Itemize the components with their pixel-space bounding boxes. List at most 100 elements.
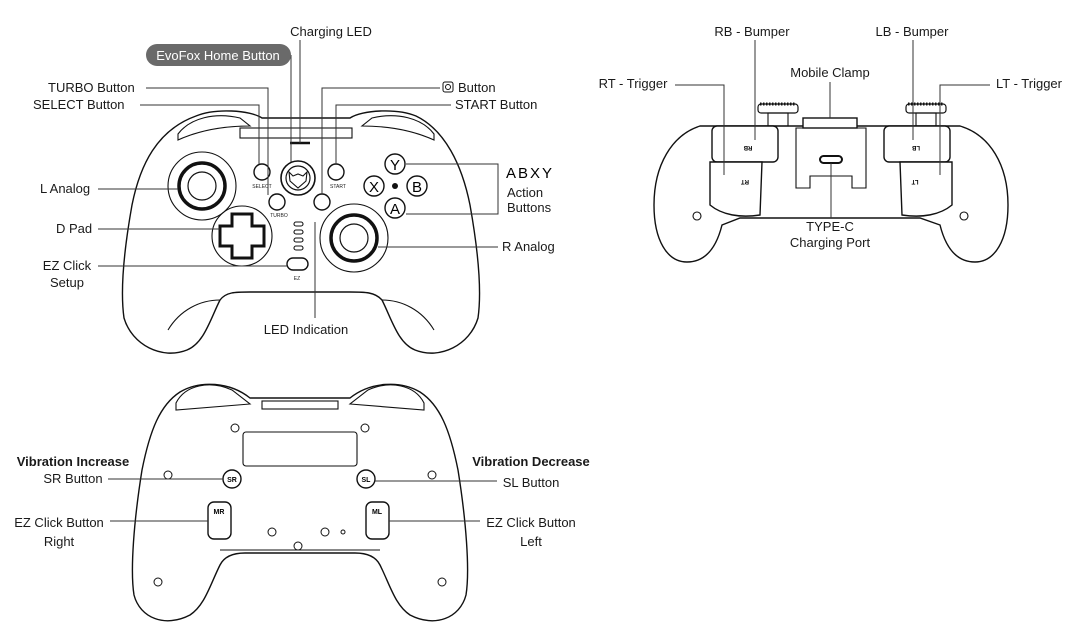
evofox-logo-icon (288, 170, 308, 189)
lt-trigger-text: LT (911, 178, 918, 184)
r-analog-cap (339, 223, 369, 253)
rt-trigger-text: RT (741, 178, 749, 184)
start-button[interactable] (327, 163, 345, 181)
back-label-recess (242, 431, 358, 467)
label-ez-click-2: Setup (50, 275, 84, 290)
sl-button[interactable] (356, 469, 376, 489)
front-right-shoulder (360, 115, 435, 141)
front-grip-line-left (167, 299, 221, 331)
label-rt-trigger: RT - Trigger (599, 76, 669, 91)
mobile-clamp-top (802, 117, 858, 129)
label-l-analog: L Analog (40, 181, 90, 196)
label-start-button: START Button (455, 97, 537, 112)
label-ez-click-1: EZ Click (43, 258, 92, 273)
label-action-buttons-2: Buttons (507, 200, 552, 215)
leader-lt (939, 84, 990, 175)
r-analog-ring (319, 203, 389, 273)
front-controller-body (121, 110, 481, 354)
label-vibration-decrease: Vibration Decrease (472, 454, 590, 469)
lt-trigger[interactable] (899, 161, 953, 217)
back-view: SR SL MR ML Vibration Increase SR Button… (14, 383, 590, 622)
back-top-strip (261, 400, 339, 410)
front-top-strip (239, 127, 353, 139)
turbo-button-text: TURBO (270, 213, 288, 219)
label-home-button: EvoFox Home Button (156, 48, 280, 63)
mode-button-icon (442, 81, 454, 93)
turbo-button[interactable] (268, 193, 286, 211)
abxy-center-dot (392, 183, 398, 189)
label-led-indication: LED Indication (264, 322, 349, 337)
label-abxy: ABXY (506, 165, 554, 182)
l-analog-stick[interactable] (177, 161, 227, 211)
leader-abxy (406, 163, 499, 215)
top-view: RB LB RT LT RB - Bumper LB - Bumper RT -… (599, 24, 1063, 263)
action-button-y-label: Y (390, 157, 400, 174)
label-vibration-increase: Vibration Increase (17, 454, 129, 469)
typec-port[interactable] (819, 155, 843, 164)
front-grip-line-right (381, 299, 435, 331)
top-grip-hole-left (692, 211, 702, 221)
label-ez-right-2: Right (44, 534, 75, 549)
rb-bumper[interactable] (711, 125, 779, 163)
led-indicators (293, 221, 304, 251)
back-screws (153, 423, 447, 587)
l-analog-ring (167, 151, 237, 221)
label-lb-bumper: LB - Bumper (876, 24, 950, 39)
label-sl-button: SL Button (503, 475, 560, 490)
home-button-label-box (146, 44, 291, 66)
top-grip-hole-right (959, 211, 969, 221)
label-typec-1: TYPE-C (806, 219, 854, 234)
top-right-stick (757, 102, 799, 127)
front-view: SELECT TURBO START EZ Y X (33, 24, 555, 354)
label-ez-left-1: EZ Click Button (486, 515, 576, 530)
leader-turbo (146, 87, 269, 195)
mr-paddle-text: MR (214, 509, 225, 516)
label-rb-bumper: RB - Bumper (714, 24, 790, 39)
mobile-clamp-body (795, 127, 867, 189)
leader-rt (675, 84, 725, 175)
label-mode-button: Button (458, 80, 496, 95)
leader-start (335, 104, 451, 164)
select-button[interactable] (253, 163, 271, 181)
evofox-home-ring (285, 165, 311, 191)
action-button-b[interactable] (406, 175, 428, 197)
ml-paddle[interactable] (365, 501, 390, 540)
top-left-stick (905, 102, 947, 127)
mode-button[interactable] (313, 193, 331, 211)
ez-click-setup-button[interactable] (286, 257, 309, 271)
leader-mode (321, 87, 440, 194)
r-analog-stick[interactable] (329, 213, 379, 263)
mr-paddle[interactable] (207, 501, 232, 540)
label-typec-2: Charging Port (790, 235, 871, 250)
select-button-text: SELECT (252, 184, 271, 190)
label-turbo-button: TURBO Button (48, 80, 135, 95)
label-select-button: SELECT Button (33, 97, 125, 112)
action-button-b-label: B (412, 179, 422, 196)
d-pad[interactable] (218, 212, 266, 260)
label-ez-right-1: EZ Click Button (14, 515, 104, 530)
ml-paddle-text: ML (372, 509, 383, 516)
label-action-buttons-1: Action (507, 185, 543, 200)
mode-button-icon-dot (445, 84, 451, 90)
ez-button-text: EZ (294, 276, 300, 282)
action-button-a-label: A (390, 201, 400, 218)
label-charging-led: Charging LED (290, 24, 372, 39)
action-button-x[interactable] (363, 175, 385, 197)
leader-select (140, 104, 260, 164)
front-left-shoulder (177, 115, 252, 141)
rt-trigger[interactable] (709, 161, 763, 217)
back-right-shoulder (348, 384, 425, 411)
label-d-pad: D Pad (56, 221, 92, 236)
label-lt-trigger: LT - Trigger (996, 76, 1063, 91)
rb-bumper-text: RB (743, 144, 752, 150)
back-controller-body (131, 383, 469, 622)
back-left-shoulder (175, 384, 252, 411)
sl-button-text: SL (362, 477, 372, 484)
action-button-a[interactable] (384, 197, 406, 219)
label-ez-left-2: Left (520, 534, 542, 549)
label-r-analog: R Analog (502, 239, 555, 254)
start-button-text: START (330, 184, 346, 190)
action-button-x-label: X (369, 179, 379, 196)
action-button-y[interactable] (384, 153, 406, 175)
